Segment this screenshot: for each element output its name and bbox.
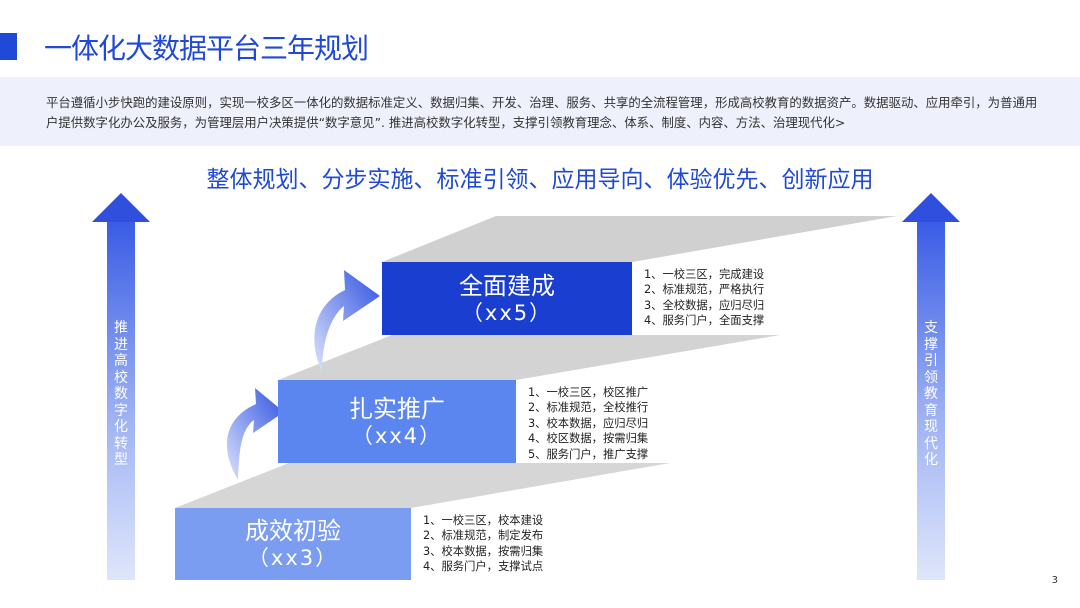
step-3-subtitle: （xx5） [461,300,553,325]
list-item: 4、服务门户，支撑试点 [423,560,544,574]
step-1-title: 成效初验 [245,517,341,545]
list-item: 1、一校三区，校区推广 [528,386,649,399]
left-arrow-label: 推进高校数字化转型 [114,320,128,468]
page-title: 一体化大数据平台三年规划 [44,32,369,65]
list-item: 1、一校三区，校本建设 [423,514,544,527]
stair-tread-top [382,216,897,262]
right-arrow-label: 支撑引领教育现代化 [924,320,938,468]
list-item: 2、标准规范，全校推行 [528,401,649,415]
step-2-subtitle: （xx4） [351,423,443,448]
curve-arrow-lower [226,388,284,480]
step-box-3: 全面建成 （xx5） [382,262,632,335]
step-box-2: 扎实推广 （xx4） [278,380,516,463]
list-item: 2、标准规范，严格执行 [644,283,765,297]
list-item: 4、服务门户，全面支撑 [644,314,765,328]
step-1-list: 1、一校三区，校本建设 2、标准规范，制定发布 3、校本数据，按需归集 4、服务… [411,508,561,580]
intro-box: 平台遵循小步快跑的建设原则，实现一校多区一体化的数据标准定义、数据归集、开发、治… [0,77,1080,146]
list-item: 3、校本数据，按需归集 [423,544,544,558]
page-number: 3 [1051,575,1058,586]
step-box-1: 成效初验 （xx3） [175,508,411,580]
stair-tread-middle [278,335,780,380]
intro-text: 平台遵循小步快跑的建设原则，实现一校多区一体化的数据标准定义、数据归集、开发、治… [46,95,1038,130]
step-2-title: 扎实推广 [349,394,445,423]
list-item: 1、一校三区，完成建设 [644,268,765,281]
stair-tread-bottom [175,463,670,508]
list-item: 3、校本数据，应归尽归 [528,416,649,430]
left-up-arrow [92,193,150,580]
step-3-list: 1、一校三区，完成建设 2、标准规范，严格执行 3、全校数据，应归尽归 4、服务… [632,262,812,335]
title-accent-bar [0,33,17,60]
step-1-subtitle: （xx3） [247,546,339,570]
list-item: 5、服务门户，推广支撑 [528,447,649,461]
curve-arrow-upper [314,270,380,372]
list-item: 3、全校数据，应归尽归 [644,298,765,312]
right-up-arrow [902,193,960,580]
list-item: 2、标准规范，制定发布 [423,529,544,543]
step-3-title: 全面建成 [459,271,555,300]
principles-subtitle: 整体规划、分步实施、标准引领、应用导向、体验优先、创新应用 [206,167,874,193]
list-item: 4、校区数据，按需归集 [528,432,649,446]
step-2-list: 1、一校三区，校区推广 2、标准规范，全校推行 3、校本数据，应归尽归 4、校区… [516,380,666,463]
